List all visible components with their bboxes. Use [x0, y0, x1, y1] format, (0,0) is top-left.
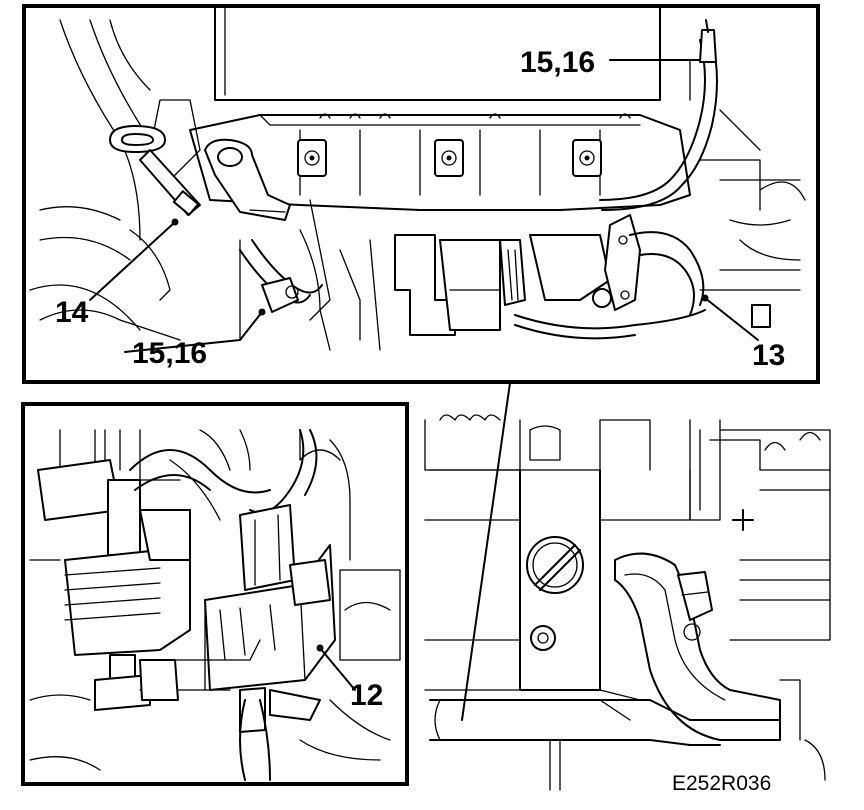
leader-14: [89, 221, 176, 301]
callout-13: 13: [752, 339, 785, 372]
callout-12: 12: [350, 679, 383, 712]
top-detail-frame: 15,16 14 15,16 13: [22, 4, 820, 384]
key-tool-icon: [109, 125, 201, 216]
left-solenoid-valve: [64, 479, 191, 711]
pointer-line: [461, 382, 511, 721]
leader-15-16-bottom: [124, 311, 263, 353]
wrench-icon: [204, 138, 291, 221]
callout-15-16-bottom: 15,16: [132, 337, 207, 370]
connector-inset-frame: 12: [21, 402, 409, 786]
leader-12: [319, 647, 356, 691]
manifold-bolts: [297, 139, 602, 177]
figure-code: E252R036: [672, 772, 771, 795]
background-engine-view: [424, 414, 831, 791]
callout-15-16-top: 15,16: [520, 46, 595, 79]
right-solenoid-valve: [204, 504, 336, 781]
bolt-icon: [530, 625, 556, 651]
leader-13: [704, 297, 759, 341]
callout-14: 14: [55, 296, 89, 329]
